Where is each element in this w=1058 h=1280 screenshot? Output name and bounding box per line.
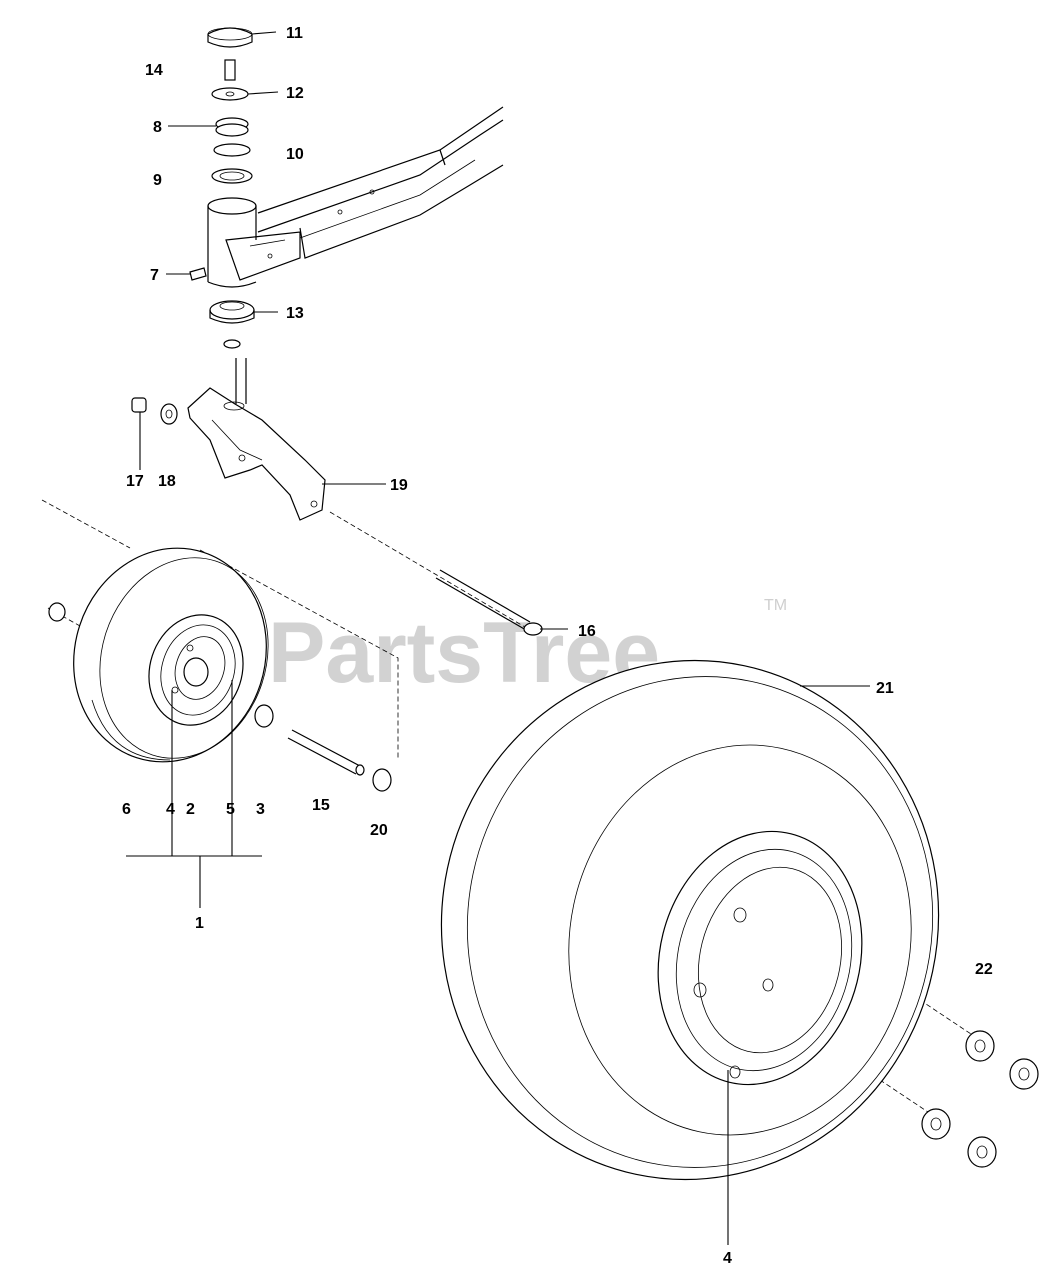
callout-4a: 4 [166, 801, 175, 818]
lug-nuts-22 [921, 1030, 1039, 1168]
callout-21: 21 [876, 680, 894, 697]
caster-wheel [73, 547, 269, 763]
drive-wheel [440, 659, 940, 1181]
callout-4b: 4 [723, 1250, 732, 1267]
callout-15: 15 [312, 797, 330, 814]
spacer-bolt-15 [48, 602, 392, 792]
callout-11: 11 [286, 25, 303, 42]
nut-washer-17-18 [131, 397, 178, 425]
part-stack-top [207, 27, 253, 184]
pivot-tube [207, 197, 301, 288]
callout-7: 7 [150, 267, 159, 284]
callout-13: 13 [286, 305, 304, 322]
callout-18: 18 [158, 473, 176, 490]
callout-10: 10 [286, 146, 304, 163]
grease-fitting-7 [189, 267, 207, 281]
callout-1: 1 [195, 915, 204, 932]
watermark-trademark: TM [764, 597, 787, 614]
callout-14: 14 [145, 62, 163, 79]
callout-20: 20 [370, 822, 388, 839]
lower-bearing [209, 300, 255, 349]
callout-2: 2 [186, 801, 195, 818]
callout-8: 8 [153, 119, 162, 136]
axle-bolt-16 [435, 569, 543, 636]
leader-lines [126, 31, 870, 1245]
callout-22: 22 [975, 961, 993, 978]
callout-19: 19 [390, 477, 408, 494]
callout-6: 6 [122, 801, 131, 818]
frame-beam [257, 106, 504, 259]
callout-9: 9 [153, 172, 162, 189]
callout-16: 16 [578, 623, 596, 640]
callout-3: 3 [256, 801, 265, 818]
callout-labels: 11 14 12 8 10 9 7 13 17 18 19 16 21 6 4 … [122, 25, 993, 1267]
callout-12: 12 [286, 85, 304, 102]
caster-fork [187, 358, 326, 521]
callout-17: 17 [126, 473, 144, 490]
callout-5: 5 [226, 801, 235, 818]
